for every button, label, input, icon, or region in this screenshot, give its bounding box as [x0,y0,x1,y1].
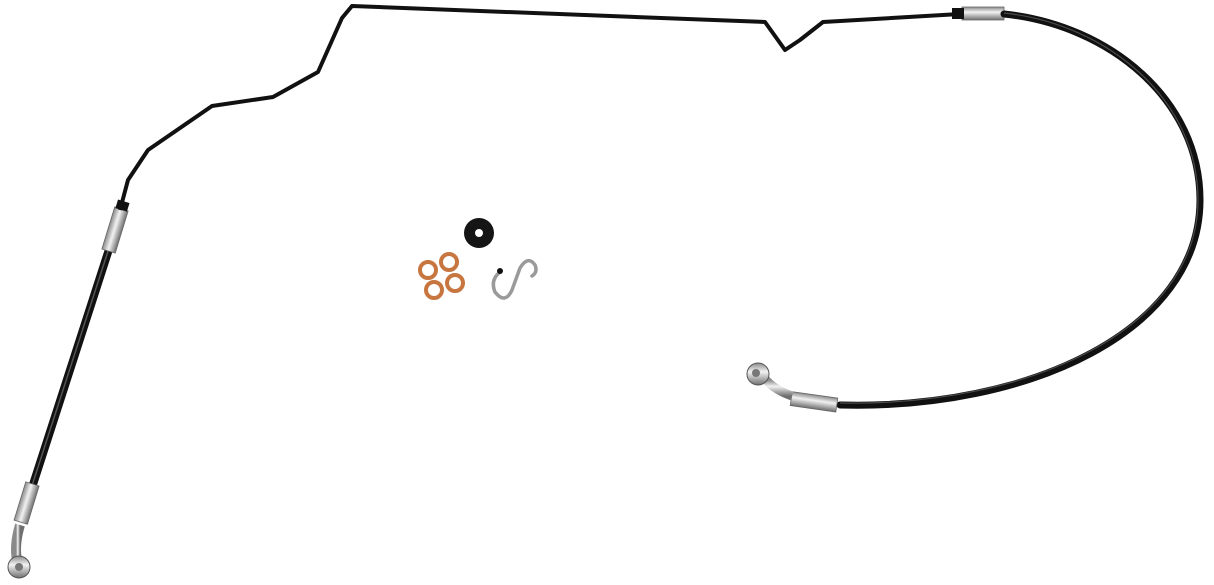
s-hook-tip [497,268,503,274]
copper-washer [445,273,465,293]
right-fitting-neck [762,376,794,401]
left-upper-ferrule [101,199,130,254]
right-banjo-bolt [752,369,760,377]
right-hose-highlight [839,12,1199,404]
left-hose-highlight [27,241,112,499]
copper-washers [418,252,465,300]
copper-washer [439,252,459,272]
left-banjo-bolt [15,563,23,571]
right-ferrule-collar [952,8,964,19]
rubber-grommet-hole [475,229,483,237]
right-upper-ferrule [961,6,1005,21]
rigid-brake-line [118,4,961,211]
left-lower-ferrule [13,481,40,525]
right-hose [836,10,1204,409]
copper-washer [424,280,444,300]
s-hook [491,258,538,300]
left-fitting-neck [11,523,25,561]
right-lower-ferrule [789,391,839,413]
copper-washer [418,260,438,280]
